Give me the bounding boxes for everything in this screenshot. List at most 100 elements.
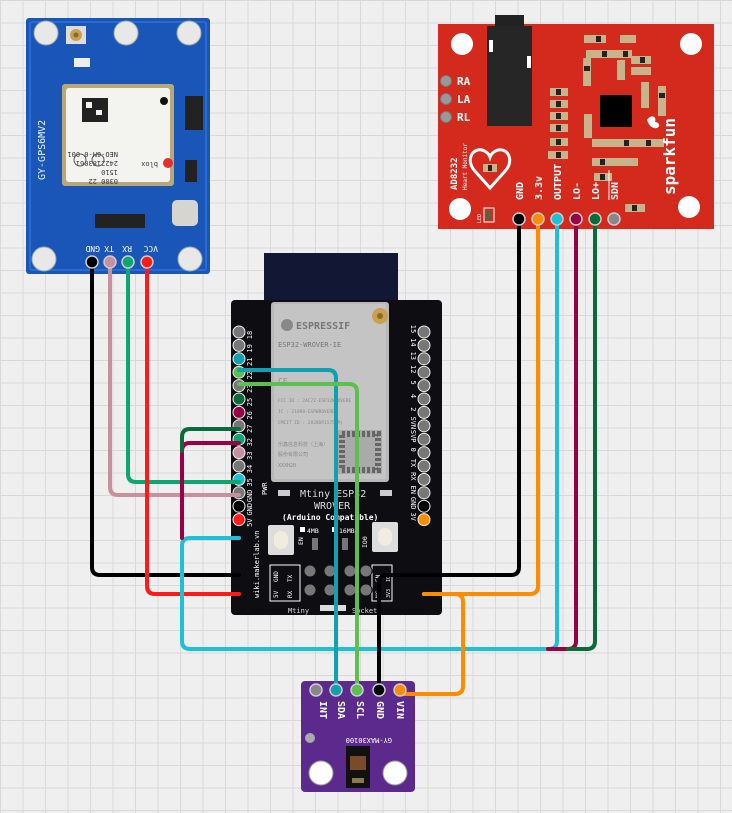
gps-pin-label-tx: TX <box>104 244 114 253</box>
ecg-pin-3v3[interactable] <box>531 212 545 226</box>
gps-module[interactable]: NEO-6M-0-001 2422183061 1510 0300 22 blo… <box>26 18 210 274</box>
wire-ecg-lo-minus-esp[interactable] <box>180 441 241 540</box>
en-button[interactable] <box>268 525 294 555</box>
module-line: XXXH20 <box>278 463 296 469</box>
mtiny-socket: GND TX 5V RX EN IO0 NC 3V3 Mtiny Socket <box>269 564 393 615</box>
wire-max-gnd[interactable] <box>377 573 426 692</box>
ecg-pin-lo-minus[interactable] <box>569 212 583 226</box>
socket-left-label: Mtiny <box>288 607 309 615</box>
wire-max-scl[interactable] <box>237 382 359 692</box>
esp32-pin-label: 15 <box>409 325 417 333</box>
ecg-pin-label-lo-minus: LO- <box>572 182 583 200</box>
wire-ecg-lo-plus[interactable] <box>566 217 597 651</box>
espressif-logo-icon <box>281 319 293 331</box>
electrode-la-pad[interactable] <box>440 93 452 105</box>
max30100-module[interactable]: GY-MAX30100 INT SDA SCL GND VIN <box>301 681 415 792</box>
wire-ecg-output[interactable] <box>180 217 559 651</box>
esp32-pin-left-26[interactable] <box>232 405 246 419</box>
ecg-pin-label-lo-plus: LO+ <box>591 182 602 200</box>
mount-hole-icon <box>177 246 203 272</box>
esp32-pin-right-13[interactable] <box>417 352 431 366</box>
esp32-pin-right-svn[interactable] <box>417 419 431 433</box>
mount-hole-icon <box>382 760 408 786</box>
electrode-label-ra: RA <box>457 75 471 88</box>
esp32-pin-label: TX <box>409 459 417 468</box>
esp32-pin-right-2[interactable] <box>417 405 431 419</box>
io0-button[interactable] <box>372 522 398 552</box>
esp32-pin-right-rx[interactable] <box>417 472 431 486</box>
gps-pin-label-gnd: GND <box>85 244 100 253</box>
electrode-ra-pad[interactable] <box>440 75 452 87</box>
gps-chip-line3: 1510 <box>101 168 118 176</box>
esp32-pin-left-5v[interactable] <box>232 513 246 527</box>
esp32-pin-label: 35 <box>246 478 254 486</box>
esp32-pin-label: GND <box>246 489 254 502</box>
electrode-label-la: LA <box>457 93 471 106</box>
wire-ecg-lo-plus-esp[interactable] <box>180 427 241 453</box>
esp32-pin-left-19[interactable] <box>232 338 246 352</box>
esp32-pin-right-4[interactable] <box>417 392 431 406</box>
wire-ecg-gnd[interactable] <box>422 217 521 577</box>
wire-gps-tx[interactable] <box>108 260 241 497</box>
esp32-pin-right-0[interactable] <box>417 446 431 460</box>
esp32-pin-right-12[interactable] <box>417 365 431 379</box>
esp32-pin-right-5[interactable] <box>417 379 431 393</box>
esp32-pin-left-gnd[interactable] <box>232 499 246 513</box>
gps-pin-tx[interactable] <box>103 255 117 269</box>
esp32-pin-right-14[interactable] <box>417 338 431 352</box>
max-pin-vin[interactable] <box>393 683 407 697</box>
mount-hole-icon <box>449 198 471 220</box>
ad8232-chip <box>600 95 632 127</box>
ecg-module[interactable]: RA LA RL AD8232 Heart Monitor LED <box>438 15 714 229</box>
ecg-pin-output[interactable] <box>550 212 564 226</box>
esp32-pin-label: 0 <box>409 447 417 451</box>
socket-label: IO0 <box>386 573 392 582</box>
esp32-pin-right-svp[interactable] <box>417 432 431 446</box>
esp32-pin-right-3v[interactable] <box>417 513 431 527</box>
max-pin-scl[interactable] <box>350 683 364 697</box>
ecg-pin-lo-plus[interactable] <box>588 212 602 226</box>
ecg-title: AD8232 <box>450 157 460 190</box>
wire-max-sda[interactable] <box>237 368 338 692</box>
sparkfun-flame-icon <box>647 116 660 129</box>
socket-label: TX <box>287 574 294 582</box>
esp32-pin-label: 3V <box>409 512 417 521</box>
module-line: IC : 21098-ESPWROVERE <box>278 409 335 415</box>
esp32-pin-label: 19 <box>246 344 254 352</box>
board-title-model: WROVER <box>314 501 351 512</box>
ecg-pin-sdn[interactable] <box>607 212 621 226</box>
wire-max-vin[interactable] <box>398 592 465 696</box>
ecg-pin-gnd[interactable] <box>512 212 526 226</box>
esp32-pin-label: GND <box>409 497 417 510</box>
esp32-pin-label: 4 <box>409 394 417 398</box>
esp32-pin-left-21[interactable] <box>232 352 246 366</box>
max-pin-int[interactable] <box>309 683 323 697</box>
wire-ecg-3v3[interactable] <box>422 217 540 596</box>
max-pin-sda[interactable] <box>329 683 343 697</box>
wire-gps-gnd[interactable] <box>90 260 241 577</box>
gps-pin-vcc[interactable] <box>140 255 154 269</box>
esp32-pin-right-en[interactable] <box>417 486 431 500</box>
esp32-pin-label: 21 <box>246 358 254 366</box>
module-brand: ESPRESSIF <box>296 321 350 332</box>
max-pin-label-scl: SCL <box>354 701 365 719</box>
wire-gps-rx[interactable] <box>126 260 241 484</box>
esp32-pin-right-15[interactable] <box>417 325 431 339</box>
electrode-rl-pad[interactable] <box>440 111 452 123</box>
gps-pin-rx[interactable] <box>121 255 135 269</box>
esp32-pin-label: 32 <box>246 438 254 446</box>
esp32-pin-left-25[interactable] <box>232 392 246 406</box>
module-model: ESP32-WROVER-IE <box>278 341 341 349</box>
wire-gps-vcc[interactable] <box>145 260 241 596</box>
mount-hole-icon <box>308 760 334 786</box>
max-pin-gnd[interactable] <box>372 683 386 697</box>
esp32-pin-label: 33 <box>246 451 254 459</box>
esp32-pin-right-tx[interactable] <box>417 459 431 473</box>
esp32-pin-left-34[interactable] <box>232 459 246 473</box>
wire-ecg-lo-minus[interactable] <box>546 217 578 651</box>
esp32-pin-right-gnd[interactable] <box>417 499 431 513</box>
esp32-pin-left-33[interactable] <box>232 446 246 460</box>
gps-pin-gnd[interactable] <box>85 255 99 269</box>
esp32-pin-left-18[interactable] <box>232 325 246 339</box>
